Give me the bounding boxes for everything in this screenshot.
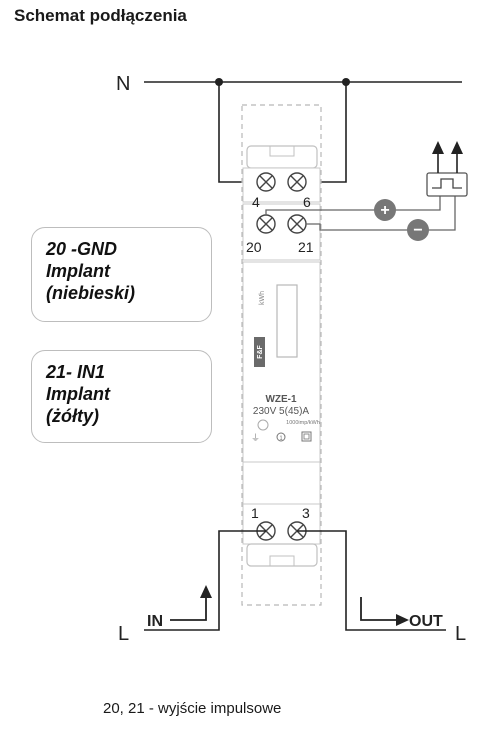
terminal-4-screw-icon — [256, 172, 276, 192]
terminal-6-label: 6 — [303, 194, 311, 210]
double-insulation-icon — [301, 431, 312, 442]
callout-terminal-21-line2: Implant — [46, 384, 111, 404]
impulse-rate-label: 1000imp/kWh — [286, 420, 320, 426]
line-right-label: L — [455, 623, 466, 645]
rating-label: 230V 5(45)A — [253, 406, 309, 417]
callout-terminal-21-line1: 21- IN1 — [46, 362, 106, 382]
callout-terminal-20-line1: 20 -GND — [46, 239, 118, 259]
terminal-3-label: 3 — [302, 505, 310, 521]
bottom-terminal-block — [242, 503, 321, 545]
bottom-clip-notch — [269, 555, 295, 567]
model-label: WZE-1 — [265, 394, 297, 405]
line-input-wire — [144, 530, 266, 631]
neutral-to-terminal-6-wire — [297, 82, 347, 183]
callout-terminal-20-line3: (niebieski) — [46, 283, 136, 303]
plus-pole-label: + — [380, 202, 389, 219]
minus-pole-icon — [407, 219, 429, 241]
brand-logo — [254, 337, 265, 367]
energy-meter-device: kWh F&F WZE-1 230V 5(45)A 1000imp/kWh ⏚ … — [241, 104, 322, 606]
svg-text:1: 1 — [279, 436, 283, 442]
minus-pole-label: − — [413, 222, 422, 239]
brand-logo-text: F&F — [257, 344, 264, 358]
output-line-arrow-icon — [360, 597, 409, 626]
callout-terminal-20-line2: Implant — [46, 261, 111, 281]
plus-pole-icon — [374, 199, 396, 221]
pulse-minus-wire — [306, 196, 456, 231]
led-indicator — [257, 419, 269, 431]
terminal-1-label: 1 — [251, 505, 259, 521]
bottom-clip — [246, 543, 318, 567]
terminal-21-label: 21 — [298, 239, 314, 255]
callout-terminal-21: 21- IN1 Implant (żółty) — [31, 350, 212, 443]
phase-symbol-icon — [276, 432, 286, 442]
input-arrow-icon — [170, 585, 212, 621]
terminal-21-screw-icon — [287, 214, 307, 234]
earth-symbol-icon: ⏚ — [251, 433, 260, 443]
line-output-wire — [297, 530, 446, 631]
pulse-terminal-block — [242, 203, 321, 261]
top-clip-notch — [269, 145, 295, 157]
output-arrow-icon — [432, 141, 463, 173]
neutral-to-terminal-4-wire — [218, 82, 266, 183]
footer-note: 20, 21 - wyjście impulsowe — [103, 700, 282, 717]
line-left-label: L — [118, 623, 129, 645]
neutral-label: N — [116, 73, 130, 95]
terminal-4-label: 4 — [252, 194, 260, 210]
lcd-display — [276, 284, 298, 358]
callout-terminal-20: 20 -GND Implant (niebieski) — [31, 227, 212, 322]
pulse-plus-wire — [265, 196, 441, 215]
output-label: OUT — [409, 613, 443, 630]
lower-panel — [242, 461, 321, 505]
kwh-unit-label: kWh — [259, 291, 266, 305]
din-rail-outline — [241, 104, 322, 606]
input-label: IN — [147, 613, 163, 630]
top-terminal-block — [242, 167, 321, 203]
diagram-title: Schemat podłączenia — [14, 6, 187, 25]
top-clip — [246, 145, 318, 169]
terminal-6-screw-icon — [287, 172, 307, 192]
callout-terminal-21-line3: (żółty) — [46, 406, 99, 426]
terminal-20-screw-icon — [256, 214, 276, 234]
terminal-20-label: 20 — [246, 239, 262, 255]
pulse-signal-icon — [426, 172, 468, 197]
